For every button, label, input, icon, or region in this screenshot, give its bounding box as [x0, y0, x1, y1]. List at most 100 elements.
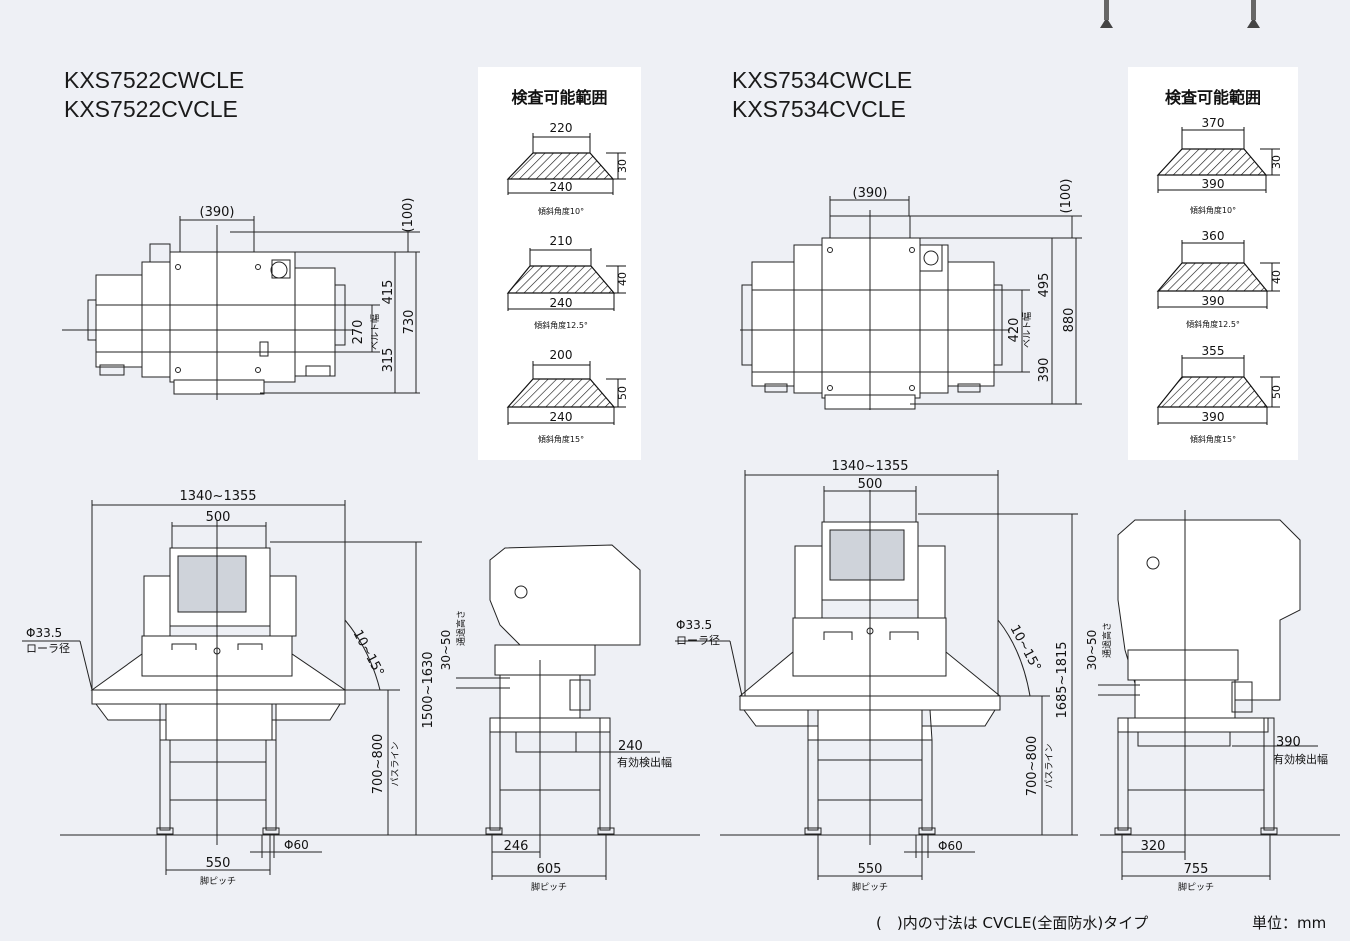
trapezoid-12-5: 210 40 240 傾斜角度12.5° [506, 234, 629, 330]
body-width-label: 500 [206, 510, 231, 525]
overall-height-label: 1685~1815 [1055, 641, 1070, 718]
trapezoid-10: 370 30 390 傾斜角度10° [1156, 116, 1283, 215]
dim-top: 360 [1202, 229, 1225, 243]
front-view-left [22, 500, 440, 875]
trapezoid-10: 220 30 240 傾斜角度10° [506, 121, 629, 216]
model-name: KXS7522CVCLE [64, 96, 238, 122]
detect-width-label: 有効検出幅 [617, 755, 672, 769]
detect-width-label: 有効検出幅 [1273, 752, 1328, 766]
model-name: KXS7534CWCLE [732, 67, 913, 93]
belt-width-label: ベルト幅 [369, 314, 381, 350]
model-titles-right: KXS7534CWCLE KXS7534CVCLE [732, 66, 912, 124]
dim-height: 30 [1270, 155, 1283, 169]
detect-width-value: 390 [1276, 735, 1301, 750]
angle-label: 傾斜角度10° [1190, 205, 1236, 215]
belt-width-label: ベルト幅 [1021, 312, 1033, 348]
trapezoid-diagrams: 220 30 240 傾斜角度10° 210 [506, 121, 629, 444]
inspection-range-panel-right: 検査可能範囲 370 30 390 傾斜角度1 [1128, 67, 1298, 460]
leg-pitch-label: 脚ピッチ [200, 876, 236, 887]
pass-line-label: パスライン [390, 741, 401, 786]
leg-pitch-label: 脚ピッチ [531, 882, 567, 893]
plan-lower-label: 390 [1037, 358, 1052, 383]
dim-height: 30 [616, 159, 629, 173]
dim-height: 40 [616, 272, 629, 286]
bracket-icon [1100, 0, 1260, 28]
trapezoid-15: 355 50 390 傾斜角度15° [1156, 344, 1283, 444]
leg-pitch-value: 550 [858, 862, 883, 877]
plan-view-right [740, 196, 1082, 410]
angle-label: 傾斜角度12.5° [534, 320, 588, 330]
pass-line-value: 700~800 [1025, 736, 1040, 797]
dim-bottom: 240 [550, 180, 573, 194]
trapezoid-12-5: 360 40 390 傾斜角度12.5° [1156, 229, 1283, 329]
panel-title: 検査可能範囲 [511, 88, 608, 107]
foot-diameter-label: Φ60 [938, 839, 963, 853]
dim-height: 40 [1270, 270, 1283, 284]
plan-lower-label: 315 [381, 348, 396, 373]
angle-label: 傾斜角度10° [538, 206, 584, 216]
trapezoid-diagrams: 370 30 390 傾斜角度10° 360 [1156, 116, 1283, 444]
dim-bottom: 390 [1202, 410, 1225, 424]
offset-label: 246 [504, 839, 529, 854]
dim-bottom: 240 [550, 296, 573, 310]
plan-top-label: (100) [1059, 179, 1074, 214]
plan-upper-label: 415 [381, 280, 396, 305]
plan-view-left [62, 216, 420, 400]
dim-top: 355 [1202, 344, 1225, 358]
plan-total-label: 730 [402, 310, 417, 335]
roller-diameter-label: ローラ径 [676, 634, 720, 647]
trapezoid-15: 200 50 240 傾斜角度15° [506, 348, 629, 444]
side-view-left [440, 544, 700, 880]
offset-label: 320 [1141, 839, 1166, 854]
overall-height-label: 1500~1630 [421, 651, 436, 728]
angle-label: 傾斜角度12.5° [1186, 319, 1240, 329]
footer-unit: 単位：mm [1252, 914, 1327, 932]
front-view-right [675, 470, 1078, 880]
plan-width-label: (390) [200, 205, 235, 220]
pass-line-label: パスライン [1044, 743, 1055, 788]
plan-upper-label: 495 [1037, 273, 1052, 298]
tilt-angle-label: 10~15° [1007, 623, 1044, 675]
plan-top-label: (100) [401, 198, 416, 233]
dim-bottom: 240 [550, 410, 573, 424]
plan-width-label: (390) [853, 186, 888, 201]
pass-height-label: 通過高さ [455, 610, 467, 646]
foot-diameter-label: Φ60 [284, 838, 309, 852]
leg-pitch-value: 550 [206, 856, 231, 871]
leg-pitch-value: 755 [1184, 862, 1209, 877]
body-width-label: 500 [858, 477, 883, 492]
dim-top: 210 [550, 234, 573, 248]
belt-width-value: 270 [351, 320, 366, 345]
tilt-angle-label: 10~15° [350, 628, 387, 680]
leg-pitch-value: 605 [537, 862, 562, 877]
leg-pitch-label: 脚ピッチ [1178, 882, 1214, 893]
roller-diameter-value: Φ33.5 [676, 618, 712, 632]
model-name: KXS7522CWCLE [64, 67, 245, 93]
dim-top: 200 [550, 348, 573, 362]
dim-bottom: 390 [1202, 177, 1225, 191]
angle-label: 傾斜角度15° [1190, 434, 1236, 444]
angle-label: 傾斜角度15° [538, 434, 584, 444]
pass-line-value: 700~800 [371, 734, 386, 795]
plan-total-label: 880 [1062, 308, 1077, 333]
panel-title: 検査可能範囲 [1164, 88, 1261, 107]
roller-diameter-value: Φ33.5 [26, 626, 62, 640]
leg-pitch-label: 脚ピッチ [852, 882, 888, 893]
belt-width-value: 420 [1007, 318, 1022, 343]
pass-height-value: 30~50 [1085, 630, 1099, 671]
detect-width-value: 240 [618, 739, 643, 754]
dim-bottom: 390 [1202, 294, 1225, 308]
overall-width-label: 1340~1355 [179, 489, 256, 504]
dim-top: 220 [550, 121, 573, 135]
model-titles-left: KXS7522CWCLE KXS7522CVCLE [64, 66, 244, 124]
dim-height: 50 [1270, 385, 1283, 399]
footer-note: ( )内の寸法は CVCLE(全面防水)タイプ [876, 914, 1149, 932]
roller-diameter-label: ローラ径 [26, 642, 70, 655]
pass-height-value: 30~50 [439, 630, 453, 671]
dim-top: 370 [1202, 116, 1225, 130]
dim-height: 50 [616, 386, 629, 400]
side-view-right [1098, 510, 1340, 880]
inspection-range-panel-left: 検査可能範囲 220 30 240 傾斜角度1 [478, 67, 641, 460]
model-name: KXS7534CVCLE [732, 96, 906, 122]
